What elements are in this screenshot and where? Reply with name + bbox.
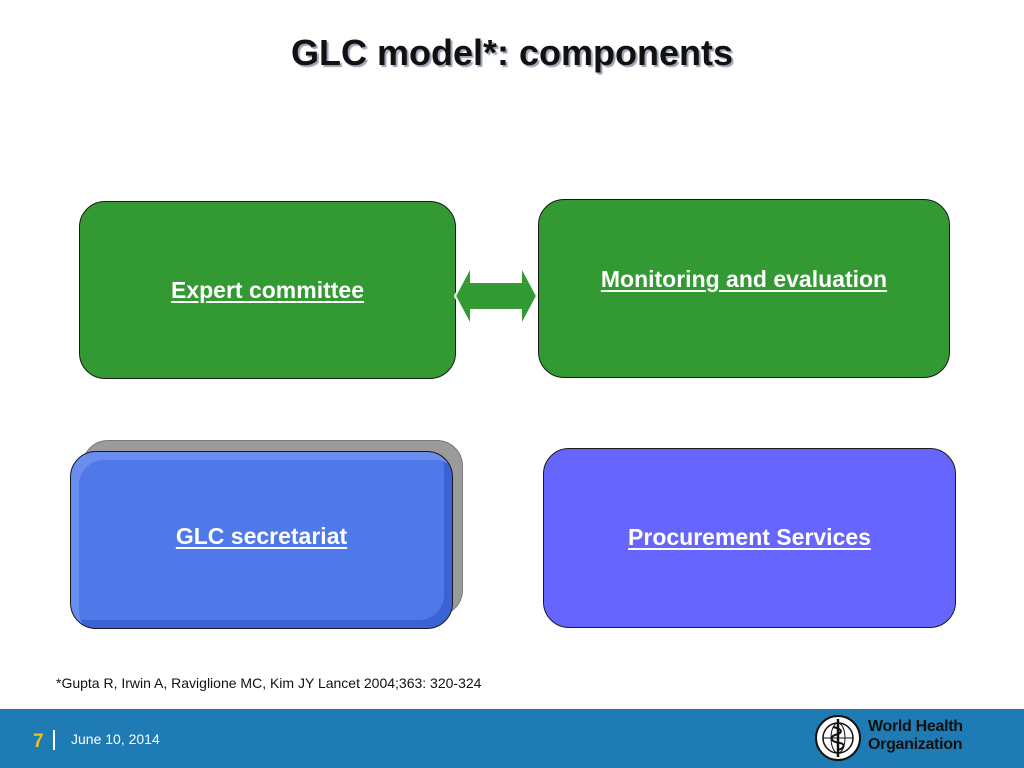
who-org-name-line2: Organization bbox=[868, 736, 963, 753]
double-arrow-icon bbox=[454, 265, 538, 327]
page-number: 7 bbox=[33, 731, 44, 752]
expert-committee-box[interactable]: Expert committee bbox=[79, 201, 456, 379]
procurement-services-box[interactable]: Procurement Services bbox=[543, 448, 956, 628]
procurement-services-link[interactable]: Procurement Services bbox=[628, 523, 871, 550]
monitoring-evaluation-link[interactable]: Monitoring and evaluation bbox=[600, 266, 888, 292]
slide-title: GLC model*: components bbox=[290, 32, 734, 73]
glc-secretariat-box[interactable]: GLC secretariat bbox=[70, 451, 453, 629]
footer-divider bbox=[53, 730, 55, 750]
glc-secretariat-link[interactable]: GLC secretariat bbox=[175, 522, 348, 549]
who-emblem-icon bbox=[815, 715, 861, 761]
footer-date: June 10, 2014 bbox=[71, 731, 160, 747]
expert-committee-link[interactable]: Expert committee bbox=[170, 276, 364, 303]
citation-text: *Gupta R, Irwin A, Raviglione MC, Kim JY… bbox=[56, 675, 482, 691]
who-org-name-line1: World Health bbox=[868, 718, 963, 735]
who-org-name: World Health Organization bbox=[868, 718, 963, 754]
monitoring-evaluation-box[interactable]: Monitoring and evaluation bbox=[538, 199, 950, 378]
